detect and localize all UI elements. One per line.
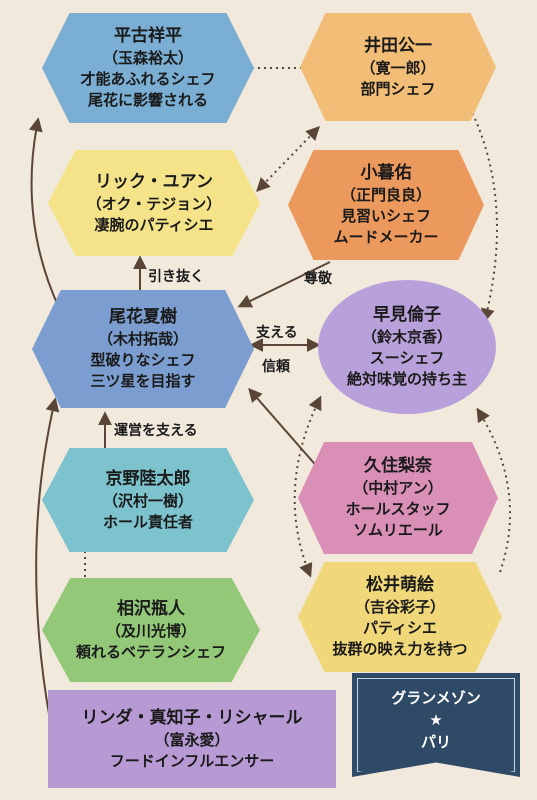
node-obana: 尾花夏樹 （木村拓哉） 型破りなシェフ 三ツ星を目指す [32, 290, 254, 408]
node-kogure-name: 小暮佑 [360, 163, 412, 183]
node-obana-desc1: 型破りなシェフ [90, 351, 196, 369]
node-kogure-desc2: ムードメーカー [333, 228, 439, 246]
node-kyono: 京野陸太郎 （沢村一樹） ホール責任者 [42, 448, 254, 552]
node-kusumi-actor: （中村アン） [353, 479, 443, 497]
obana-hirako-arrow [28, 117, 61, 311]
node-hayami: 早見倫子 （鈴木京香） スーシェフ 絶対味覚の持ち主 [318, 280, 496, 414]
node-kogure-actor: （正門良良） [340, 186, 431, 204]
node-matsui-desc2: 抜群の映え力を持つ [332, 640, 468, 658]
node-kusumi-desc1: ホールスタッフ [345, 500, 451, 518]
node-hayami-desc2: 絶対味覚の持ち主 [346, 370, 467, 388]
node-ida: 井田公一 （寛一郎） 部門シェフ [300, 13, 496, 121]
banner-star-icon: ★ [429, 711, 443, 729]
node-rick: リック・ユアン （オク・テジョン） 凄腕のパティシエ [48, 150, 260, 256]
node-kogure: 小暮佑 （正門良良） 見習いシェフ ムードメーカー [288, 150, 484, 260]
node-aizawa-name: 相沢瓶人 [117, 598, 185, 619]
node-rick-desc1: 凄腕のパティシエ [94, 215, 214, 234]
node-hayami-name: 早見倫子 [373, 305, 441, 325]
node-hirako-actor: （玉森裕太） [102, 49, 193, 67]
node-aizawa-desc1: 頼れるベテランシェフ [75, 642, 226, 661]
label-hikinuku: 引き抜く [148, 269, 204, 285]
node-kyono-actor: （沢村一樹） [102, 491, 193, 510]
node-aizawa-actor: （及川光博） [105, 621, 196, 640]
node-hirako-desc2: 尾花に影響される [87, 91, 208, 109]
kusumi-obana-arrow [248, 387, 321, 471]
title-banner: グランメゾン ★ パリ [352, 673, 520, 777]
ida-rick-arrow [256, 125, 320, 193]
node-kyono-desc1: ホール責任者 [102, 512, 193, 531]
node-kusumi-desc2: ソムリエール [353, 521, 443, 539]
label-sonkei: 尊敬 [304, 271, 332, 287]
node-obana-desc2: 三ツ星を目指す [90, 372, 196, 390]
banner-line2: パリ [420, 733, 451, 751]
node-rinda-desc1: フードインフルエンサー [109, 751, 275, 770]
node-rinda: リンダ・真知子・リシャール （富永愛） フードインフルエンサー [48, 690, 336, 788]
rinda-obana-arrow [35, 397, 60, 721]
node-matsui-actor: （吉谷彩子） [354, 598, 445, 616]
node-rick-actor: （オク・テジョン） [86, 194, 222, 213]
node-obana-actor: （木村拓哉） [97, 330, 188, 348]
node-hayami-actor: （鈴木京香） [361, 328, 452, 346]
node-rinda-actor: （富永愛） [154, 730, 230, 749]
node-hirako-desc1: 才能あふれるシェフ [80, 70, 216, 88]
node-ida-actor: （寛一郎） [360, 58, 436, 77]
banner-line1: グランメゾン [391, 689, 481, 707]
kogure-obana-arrow [237, 261, 331, 308]
node-kusumi: 久住梨奈 （中村アン） ホールスタッフ ソムリエール [298, 442, 498, 554]
label-sasaeru: 支える [256, 325, 298, 341]
node-kyono-name: 京野陸太郎 [105, 468, 191, 489]
node-kusumi-name: 久住梨奈 [364, 456, 432, 476]
node-aizawa: 相沢瓶人 （及川光博） 頼れるベテランシェフ [42, 578, 260, 682]
node-rick-name: リック・ユアン [95, 171, 213, 192]
node-ida-desc1: 部門シェフ [360, 79, 436, 98]
label-unei: 運営を支える [114, 423, 198, 439]
label-shinrai: 信頼 [262, 359, 290, 375]
node-hayami-desc1: スーシェフ [369, 349, 445, 367]
node-matsui-name: 松井萌絵 [366, 575, 434, 595]
node-matsui: 松井萌絵 （吉谷彩子） パティシエ 抜群の映え力を持つ [298, 562, 502, 672]
ida-hayami-arrow [469, 107, 498, 323]
node-obana-name: 尾花夏樹 [109, 307, 177, 327]
node-hirako-name: 平古祥平 [114, 26, 182, 46]
node-hirako: 平古祥平 （玉森裕太） 才能あふれるシェフ 尾花に影響される [42, 13, 254, 123]
node-matsui-desc1: パティシエ [362, 619, 438, 637]
node-kogure-desc1: 見習いシェフ [340, 207, 431, 225]
node-ida-name: 井田公一 [364, 35, 432, 56]
node-rinda-name: リンダ・真知子・リシャール [81, 707, 303, 728]
